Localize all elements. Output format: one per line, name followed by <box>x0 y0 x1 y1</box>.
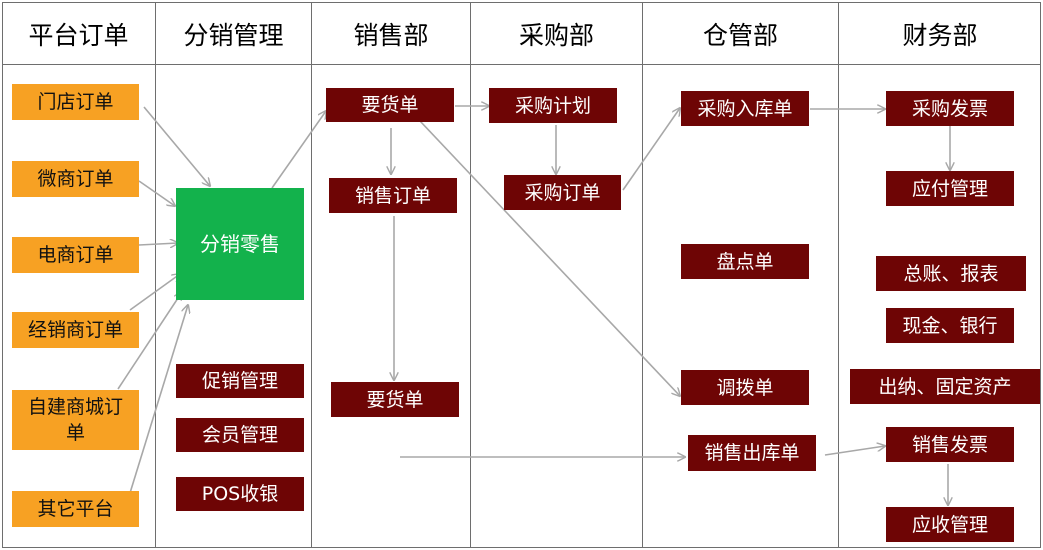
node-ecommerce-order: 电商订单 <box>12 237 139 273</box>
node-payables: 应付管理 <box>886 171 1014 206</box>
node-transfer: 调拨单 <box>681 370 809 405</box>
node-requisition-top: 要货单 <box>326 88 454 122</box>
node-sales-order: 销售订单 <box>329 178 457 213</box>
column-header-sales: 销售部 <box>353 21 429 50</box>
node-cashier-fixed-assets: 出纳、固定资产 <box>850 369 1040 404</box>
node-ledger-reports: 总账、报表 <box>876 256 1026 291</box>
column-divider-2 <box>311 2 312 548</box>
node-sales-invoice: 销售发票 <box>886 427 1014 462</box>
node-requisition-bottom: 要货单 <box>331 382 459 417</box>
column-divider-4 <box>642 2 643 548</box>
node-member-management: 会员管理 <box>176 418 304 452</box>
node-store-order: 门店订单 <box>12 84 139 120</box>
column-header-finance: 财务部 <box>902 21 978 50</box>
node-stocktake: 盘点单 <box>681 244 809 279</box>
node-distribution-retail: 分销零售 <box>176 188 304 300</box>
column-header-distribution: 分销管理 <box>183 21 284 50</box>
node-dealer-order: 经销商订单 <box>12 312 139 348</box>
column-header-warehouse: 仓管部 <box>702 21 778 50</box>
node-cash-bank: 现金、银行 <box>886 308 1014 343</box>
node-other-platform: 其它平台 <box>12 491 139 527</box>
node-purchase-invoice: 采购发票 <box>886 91 1014 126</box>
node-own-mall-order: 自建商城订单 <box>12 390 139 450</box>
node-purchase-inbound: 采购入库单 <box>681 91 809 126</box>
node-purchase-order: 采购订单 <box>504 175 621 210</box>
node-promotion-management: 促销管理 <box>176 364 304 398</box>
node-purchase-plan: 采购计划 <box>489 88 617 123</box>
node-receivables: 应收管理 <box>886 507 1014 542</box>
column-divider-1 <box>155 2 156 548</box>
column-divider-3 <box>470 2 471 548</box>
node-pos-cashier: POS收银 <box>176 477 304 511</box>
column-divider-5 <box>838 2 839 548</box>
column-header-platform: 平台订单 <box>28 21 129 50</box>
node-sales-outbound: 销售出库单 <box>688 435 816 471</box>
header-divider <box>2 64 1041 65</box>
node-wechat-order: 微商订单 <box>12 161 139 197</box>
column-header-purchasing: 采购部 <box>518 21 594 50</box>
